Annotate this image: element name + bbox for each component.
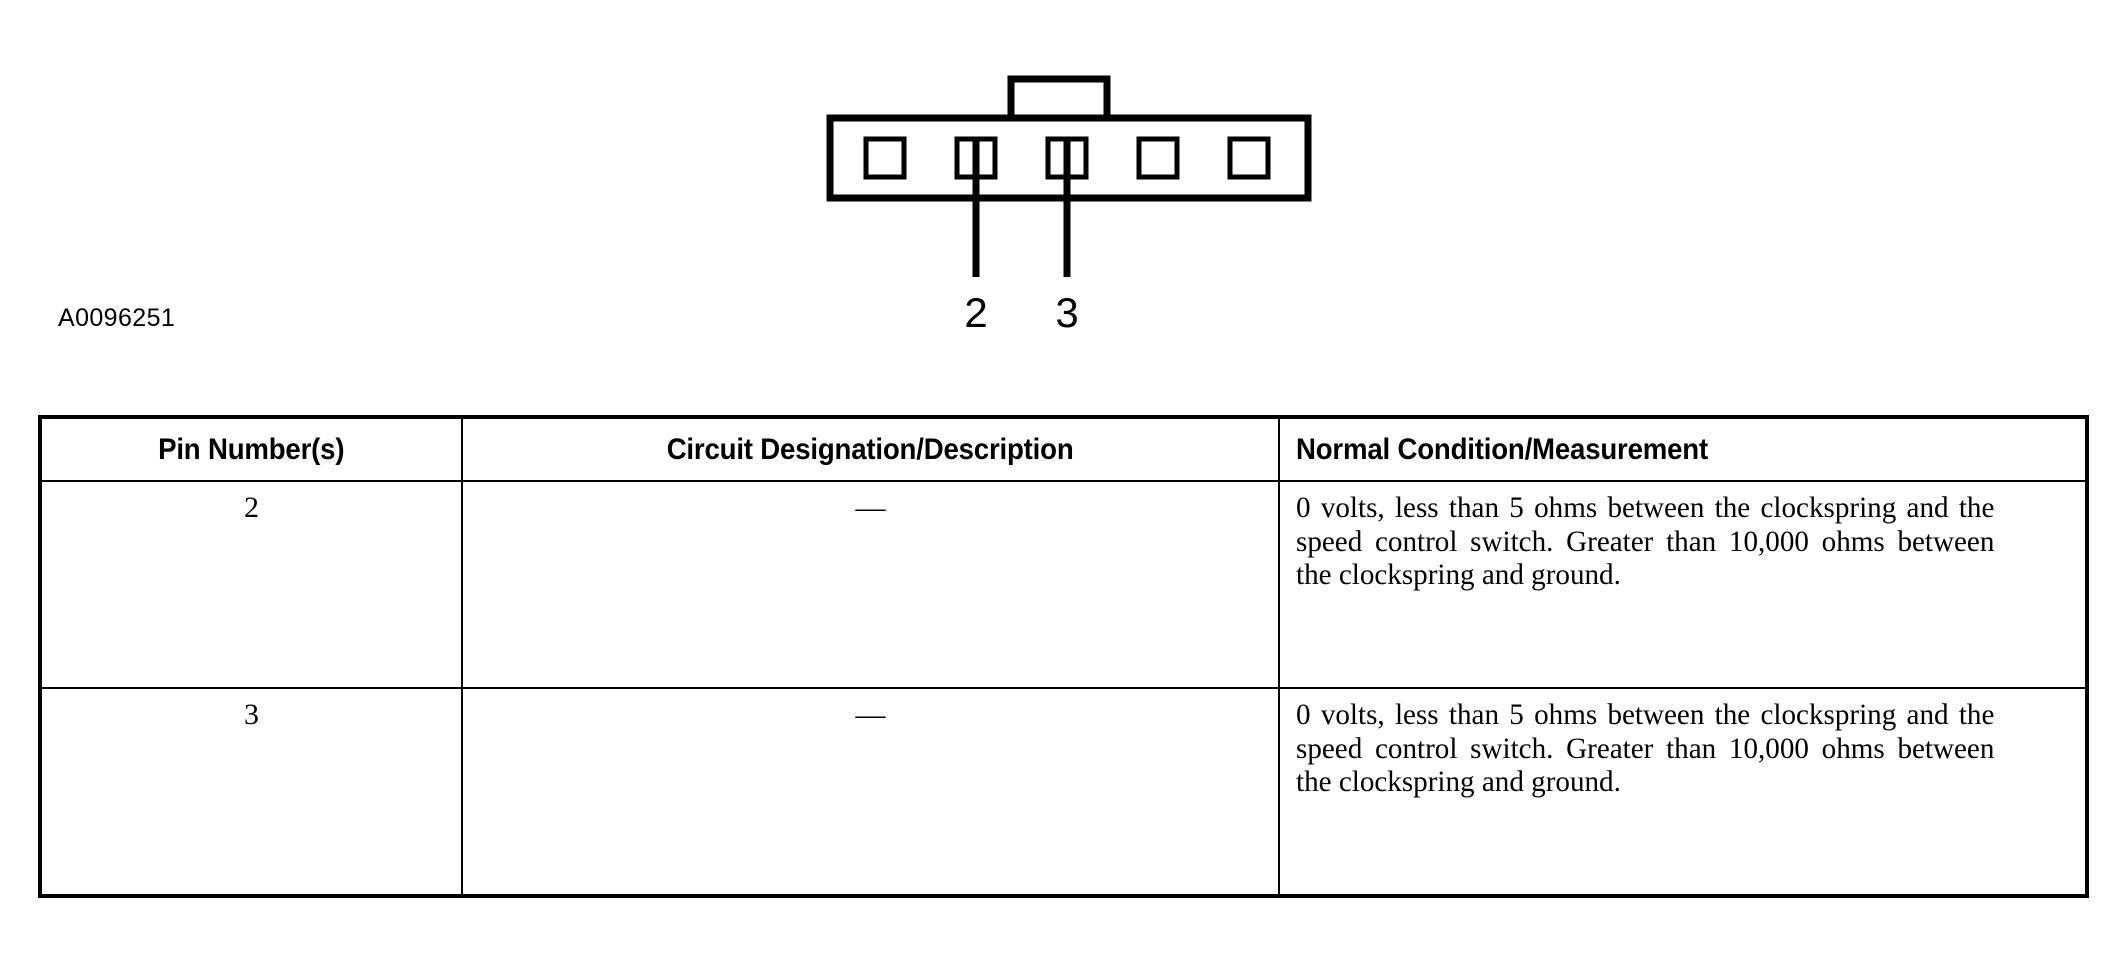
figure-id-label: A0096251 [58, 304, 176, 332]
column-header-normal-condition-text: Normal Condition/Measurement [1296, 433, 1708, 466]
cell-circuit-designation: — [461, 687, 1280, 897]
connector-pin-1 [863, 136, 907, 180]
cell-normal-condition: 0 volts, less than 5 ohms between the cl… [1278, 480, 2088, 689]
table-row: 3 — 0 volts, less than 5 ohms between th… [39, 687, 2088, 897]
cell-pin-number: 3 [39, 687, 463, 897]
callout-label-3: 3 [1055, 289, 1078, 336]
cell-circuit-designation: — [461, 480, 1280, 689]
pin-table: Pin Number(s) Circuit Designation/Descri… [38, 415, 2089, 898]
cell-normal-condition-text: 0 volts, less than 5 ohms between the cl… [1296, 491, 1995, 591]
column-header-pin-number-text: Pin Number(s) [158, 433, 345, 466]
table-row: 2 — 0 volts, less than 5 ohms between th… [39, 480, 2088, 689]
column-header-pin-number: Pin Number(s) [39, 416, 463, 482]
em-dash-placeholder: — [855, 698, 886, 731]
connector-pin-4 [1136, 136, 1180, 180]
table-header-row: Pin Number(s) Circuit Designation/Descri… [39, 416, 2088, 482]
cell-normal-condition: 0 volts, less than 5 ohms between the cl… [1278, 687, 2088, 897]
column-header-normal-condition: Normal Condition/Measurement [1278, 416, 2088, 482]
connector-pinout-diagram: 2 3 [826, 75, 1312, 336]
connector-locking-tab [1007, 75, 1111, 123]
column-header-circuit-designation-text: Circuit Designation/Description [667, 433, 1074, 466]
callout-label-2: 2 [964, 289, 987, 336]
cell-normal-condition-text: 0 volts, less than 5 ohms between the cl… [1296, 698, 1995, 798]
em-dash-placeholder: — [855, 491, 886, 524]
column-header-circuit-designation: Circuit Designation/Description [461, 416, 1280, 482]
connector-pin-5 [1227, 136, 1271, 180]
cell-pin-number: 2 [39, 480, 463, 689]
